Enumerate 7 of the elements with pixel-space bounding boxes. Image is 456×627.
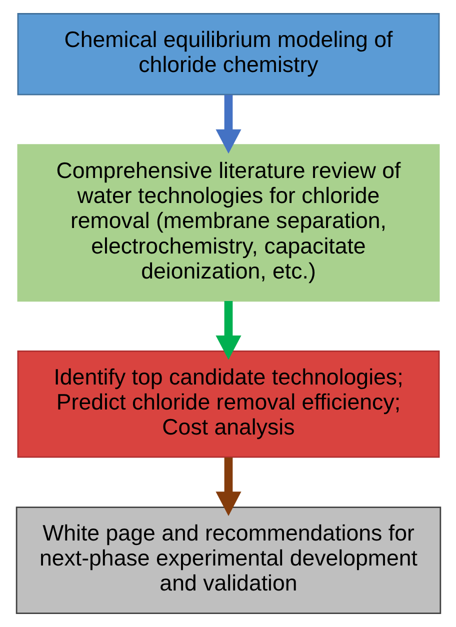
node-box: Chemical equilibrium modeling of chloride chemistry xyxy=(16,13,440,96)
node-box: Comprehensive literature review of water technologies for chloride removal (membrane separation, electrochemistry, capacitate deionization, etc.) xyxy=(16,144,440,302)
node-box: Identify top candidate technologies; Predict chloride removal efficiency; Cost analysis xyxy=(16,350,440,458)
arrow xyxy=(215,457,241,516)
node-box: White page and recommendations for next-phase experimental development and validation xyxy=(15,506,441,614)
arrow xyxy=(215,94,241,154)
arrow xyxy=(215,301,241,360)
